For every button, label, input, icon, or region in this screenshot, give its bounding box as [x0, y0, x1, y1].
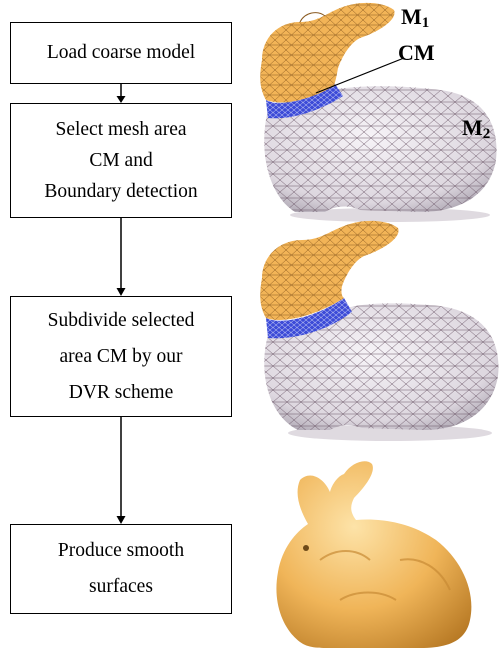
step-2-line-1: Select mesh area: [55, 114, 186, 145]
arrow-2-to-3: [117, 218, 126, 296]
label-m1-subscript: 1: [422, 15, 430, 31]
step-3-line-3: DVR scheme: [69, 375, 174, 411]
step-subdivide-area: Subdivide selected area CM by our DVR sc…: [10, 296, 232, 417]
bunny-smooth: [276, 461, 471, 648]
arrow-3-to-4: [117, 417, 126, 524]
step-select-mesh-area: Select mesh area CM and Boundary detecti…: [10, 103, 232, 218]
step-2-line-3: Boundary detection: [44, 176, 197, 207]
step-produce-smooth-surfaces: Produce smooth surfaces: [10, 524, 232, 614]
step-3-line-2: area CM by our: [60, 339, 183, 375]
bunny-wireframe-1: [260, 3, 496, 222]
bunny-wireframe-2: [260, 221, 498, 441]
label-m2: M2: [462, 115, 490, 143]
label-m1-base: M: [401, 4, 422, 29]
step-4-line-1: Produce smooth: [58, 533, 184, 569]
label-m1: M1: [401, 4, 429, 32]
step-4-line-2: surfaces: [89, 569, 153, 605]
step-1-line-1: Load coarse model: [47, 42, 195, 64]
label-m2-base: M: [462, 115, 483, 140]
step-3-line-1: Subdivide selected: [48, 303, 195, 339]
arrow-1-to-2: [117, 84, 126, 103]
label-cm: CM: [398, 40, 435, 66]
step-load-coarse-model: Load coarse model: [10, 22, 232, 84]
step-2-line-2: CM and: [89, 145, 152, 176]
label-m2-subscript: 2: [483, 126, 491, 142]
